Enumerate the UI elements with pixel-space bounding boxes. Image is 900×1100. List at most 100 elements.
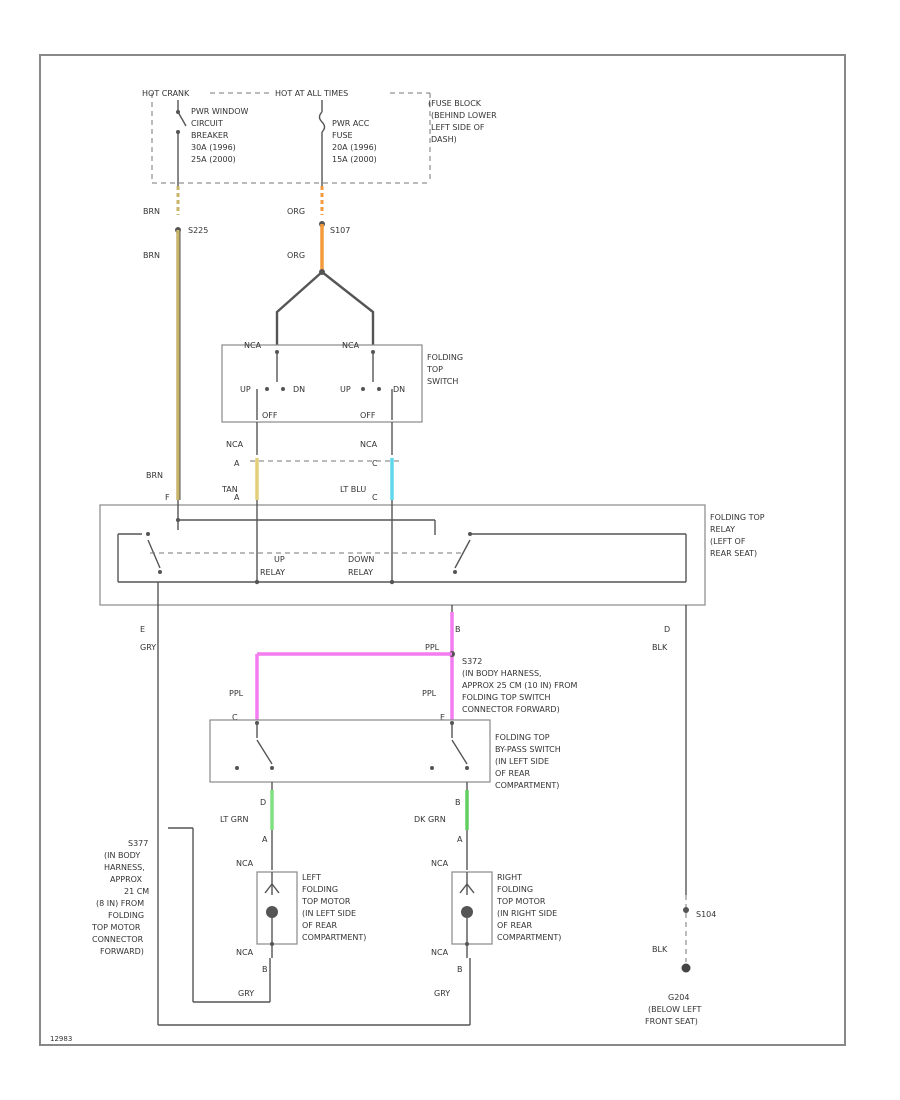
svg-text:CIRCUIT: CIRCUIT (191, 119, 223, 128)
svg-text:TOP: TOP (426, 365, 443, 374)
svg-text:NCA: NCA (226, 440, 244, 449)
lt-grn-wire: D LT GRN A (220, 782, 274, 870)
lt-blu-wire: NCA C LT BLU (340, 422, 394, 500)
svg-text:PPL: PPL (422, 689, 437, 698)
svg-text:REAR SEAT): REAR SEAT) (710, 549, 757, 558)
svg-text:F: F (165, 493, 170, 502)
folding-top-switch-label: FOLDING (427, 353, 463, 362)
svg-text:DASH): DASH) (431, 135, 457, 144)
org-top-label: ORG (287, 207, 305, 216)
svg-text:TOP MOTOR: TOP MOTOR (91, 923, 141, 932)
svg-text:A: A (262, 835, 268, 844)
svg-text:30A (1996): 30A (1996) (191, 143, 236, 152)
diagram-frame (39, 54, 846, 1046)
svg-text:25A (2000): 25A (2000) (191, 155, 236, 164)
svg-text:(BEHIND LOWER: (BEHIND LOWER (431, 111, 497, 120)
svg-text:BY-PASS SWITCH: BY-PASS SWITCH (495, 745, 561, 754)
tan-wire: NCA A TAN (221, 422, 259, 500)
svg-text:PPL: PPL (229, 689, 244, 698)
svg-text:OF REAR: OF REAR (302, 921, 338, 930)
svg-text:LT BLU: LT BLU (340, 485, 366, 494)
svg-text:OF REAR: OF REAR (495, 769, 531, 778)
svg-text:NCA: NCA (244, 341, 262, 350)
svg-text:UP: UP (274, 555, 285, 564)
svg-text:OFF: OFF (262, 411, 278, 420)
s225-label: S225 (188, 226, 208, 235)
svg-text:FOLDING TOP SWITCH: FOLDING TOP SWITCH (462, 693, 551, 702)
svg-text:DN: DN (293, 385, 305, 394)
ppl-wire: PPL PPL C E (229, 605, 455, 722)
hot-at-all-times-label: HOT AT ALL TIMES (275, 89, 348, 98)
svg-text:D: D (664, 625, 670, 634)
svg-text:FUSE: FUSE (332, 131, 353, 140)
bypass-switch: FOLDING TOP BY-PASS SWITCH (IN LEFT SIDE… (209, 719, 561, 790)
fuse-block-label: (FUSE BLOCK (428, 99, 482, 108)
svg-text:FOLDING: FOLDING (302, 885, 338, 894)
svg-text:GRY: GRY (238, 989, 254, 998)
svg-text:A: A (234, 459, 240, 468)
svg-text:BREAKER: BREAKER (191, 131, 229, 140)
svg-text:D: D (260, 798, 266, 807)
svg-text:COMPARTMENT): COMPARTMENT) (495, 781, 559, 790)
dk-grn-wire: B DK GRN A (414, 782, 469, 870)
svg-text:15A (2000): 15A (2000) (332, 155, 377, 164)
svg-text:C: C (372, 493, 378, 502)
svg-text:LT GRN: LT GRN (220, 815, 249, 824)
svg-text:DN: DN (393, 385, 405, 394)
svg-text:NCA: NCA (342, 341, 360, 350)
svg-text:B: B (455, 625, 461, 634)
s377-splice-label: S377 (IN BODY HARNESS, APPROX 21 CM (8 I… (91, 839, 149, 956)
svg-text:21 CM: 21 CM (124, 887, 149, 896)
svg-text:(IN LEFT SIDE: (IN LEFT SIDE (302, 909, 356, 918)
svg-text:(IN RIGHT SIDE: (IN RIGHT SIDE (497, 909, 557, 918)
pwr-acc-fuse: PWR ACC FUSE 20A (1996) 15A (2000) (318, 100, 377, 186)
brn-feed-wire: BRN S225 BRN (143, 186, 208, 500)
svg-text:UP: UP (340, 385, 351, 394)
right-motor-label: RIGHT (497, 873, 522, 882)
svg-text:COMPARTMENT): COMPARTMENT) (302, 933, 366, 942)
svg-text:OF REAR: OF REAR (497, 921, 533, 930)
svg-text:S377: S377 (128, 839, 148, 848)
svg-text:NCA: NCA (360, 440, 378, 449)
svg-text:PPL: PPL (425, 643, 440, 652)
svg-text:CONNECTOR FORWARD): CONNECTOR FORWARD) (462, 705, 560, 714)
svg-text:B: B (455, 798, 461, 807)
svg-text:BLK: BLK (652, 643, 668, 652)
svg-text:FRONT SEAT): FRONT SEAT) (645, 1017, 698, 1026)
folding-top-relay-label: FOLDING TOP (710, 513, 765, 522)
svg-text:TAN: TAN (221, 485, 238, 494)
svg-text:FOLDING: FOLDING (108, 911, 144, 920)
svg-text:UP: UP (240, 385, 251, 394)
svg-text:NCA: NCA (431, 948, 449, 957)
svg-text:NCA: NCA (236, 948, 254, 957)
hot-crank-label: HOT CRANK (142, 89, 190, 98)
svg-text:RELAY: RELAY (710, 525, 735, 534)
svg-text:NCA: NCA (236, 859, 254, 868)
svg-text:TOP MOTOR: TOP MOTOR (496, 897, 546, 906)
fuse-block: HOT CRANK HOT AT ALL TIMES PWR WINDOW CI… (142, 89, 497, 186)
svg-text:A: A (457, 835, 463, 844)
svg-text:(BELOW LEFT: (BELOW LEFT (648, 1005, 702, 1014)
svg-text:HARNESS,: HARNESS, (104, 863, 145, 872)
svg-text:(IN BODY HARNESS,: (IN BODY HARNESS, (462, 669, 542, 678)
svg-text:GRY: GRY (434, 989, 450, 998)
ground-label: G204 (668, 993, 689, 1002)
svg-text:FORWARD): FORWARD) (100, 947, 144, 956)
svg-text:APPROX 25 CM (10 IN) FROM: APPROX 25 CM (10 IN) FROM (462, 681, 578, 690)
diagram-code: 12983 (50, 1035, 72, 1043)
svg-text:S372: S372 (462, 657, 482, 666)
left-motor: NCA NCA B GRY LEFT FOLDING TOP MOTOR (IN… (236, 859, 366, 998)
svg-text:B: B (457, 965, 463, 974)
right-motor: NCA NCA B GRY RIGHT FOLDING TOP MOTOR (I… (431, 859, 561, 998)
svg-text:CONNECTOR: CONNECTOR (92, 935, 144, 944)
svg-text:S104: S104 (696, 910, 716, 919)
svg-text:COMPARTMENT): COMPARTMENT) (497, 933, 561, 942)
svg-text:DK GRN: DK GRN (414, 815, 446, 824)
org-mid-label: ORG (287, 251, 305, 260)
s372-splice-label: S372 (IN BODY HARNESS, APPROX 25 CM (10 … (462, 657, 578, 714)
svg-text:FOLDING: FOLDING (497, 885, 533, 894)
left-motor-label: LEFT (302, 873, 321, 882)
circuit-breaker: PWR WINDOW CIRCUIT BREAKER 30A (1996) 25… (176, 100, 249, 186)
svg-text:BLK: BLK (652, 945, 668, 954)
s107-label: S107 (330, 226, 350, 235)
